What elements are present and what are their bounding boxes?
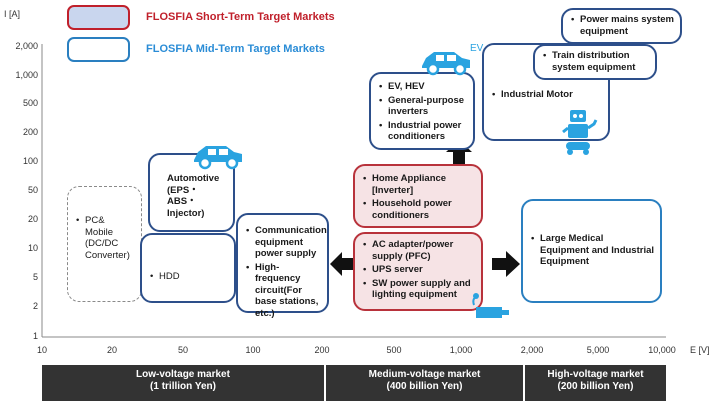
x-tick-1000: 1,000 — [449, 345, 473, 355]
x-tick-10: 10 — [36, 345, 47, 355]
pc-mobile-box: PC& Mobile (DC/DC Converter) — [67, 186, 142, 302]
ac-adapter-item-2: UPS server — [363, 264, 475, 276]
y-tick-5: 5 — [32, 272, 38, 282]
power-mains-item: Power mains system equipment — [571, 14, 674, 37]
ev-label: EV — [470, 43, 484, 54]
segment-low-size: (1 trillion Yen) — [150, 381, 216, 392]
home-appliance-item-1: Home Appliance [Inverter] — [363, 173, 475, 196]
industrial-motor-item: Industrial Motor — [492, 89, 602, 101]
home-appliance-item-2: Household power conditioners — [363, 198, 475, 221]
legend-short-term-label: FLOSFIA Short-Term Target Markets — [146, 11, 335, 23]
legend-mid-term-label: FLOSFIA Mid-Term Target Markets — [146, 43, 325, 55]
communication-item-2: High-frequency circuit(For base stations… — [246, 262, 321, 320]
y-tick-200: 200 — [22, 127, 38, 137]
robot-icon — [562, 110, 598, 155]
y-tick-50: 50 — [27, 185, 38, 195]
train-box: Train distribution system equipment — [533, 44, 657, 80]
ac-adapter-item-1: AC adapter/power supply (PFC) — [363, 239, 475, 262]
y-tick-2000: 2,000 — [15, 41, 38, 51]
power-mains-box: Power mains system equipment — [561, 8, 682, 44]
medical-box: Large Medical Equipment and Industrial E… — [521, 199, 662, 303]
x-tick-100: 100 — [245, 345, 261, 355]
x-tick-50: 50 — [177, 345, 188, 355]
left-arrow-icon — [330, 252, 354, 276]
y-tick-500: 500 — [22, 98, 38, 108]
plug-icon — [472, 293, 509, 318]
train-item: Train distribution system equipment — [543, 50, 649, 73]
y-axis-label: I [A] — [4, 9, 21, 19]
home-appliance-box: Home Appliance [Inverter] Household powe… — [353, 164, 483, 228]
automotive-title: Automotive — [167, 173, 220, 184]
x-tick-2000: 2,000 — [520, 345, 544, 355]
x-axis-label: E [V] — [690, 345, 710, 355]
y-tick-1000: 1,000 — [15, 70, 38, 80]
segment-low-title: Low-voltage market — [136, 369, 230, 380]
legend-mid-term-swatch — [67, 37, 130, 62]
ac-adapter-box: AC adapter/power supply (PFC) UPS server… — [353, 232, 483, 311]
x-tick-5000: 5,000 — [586, 345, 610, 355]
communication-box: Communication equipment power supply Hig… — [236, 213, 329, 319]
legend-short-term-swatch — [67, 5, 130, 30]
y-tick-100: 100 — [22, 156, 38, 166]
segment-medium-size: (400 billion Yen) — [386, 381, 463, 392]
segment-high: High-voltage market (200 billion Yen) — [525, 365, 666, 401]
x-tick-20: 20 — [106, 345, 117, 355]
segment-medium: Medium-voltage market (400 billion Yen) — [326, 365, 523, 401]
y-tick-1: 1 — [32, 331, 38, 341]
medical-item: Large Medical Equipment and Industrial E… — [531, 233, 654, 268]
hdd-box: HDD — [140, 233, 236, 303]
ev-hev-item-1: EV, HEV — [379, 81, 467, 93]
hdd-item: HDD — [150, 271, 228, 283]
x-tick-10000: 10,000 — [648, 345, 676, 355]
y-tick-20: 20 — [27, 214, 38, 224]
car-icon — [194, 146, 242, 170]
segment-low: Low-voltage market (1 trillion Yen) — [42, 365, 324, 401]
x-tick-500: 500 — [386, 345, 402, 355]
segment-medium-title: Medium-voltage market — [368, 369, 481, 380]
right-arrow-icon — [492, 251, 520, 277]
automotive-box: Automotive (EPS・ABS・Injector) — [148, 153, 235, 232]
ev-car-icon — [422, 52, 470, 76]
segment-high-title: High-voltage market — [547, 369, 644, 380]
communication-item-1: Communication equipment power supply — [246, 225, 327, 260]
ac-adapter-item-3: SW power supply and lighting equipment — [363, 278, 475, 301]
pc-mobile-item: PC& Mobile (DC/DC Converter) — [76, 215, 135, 261]
x-tick-200: 200 — [314, 345, 330, 355]
segment-high-size: (200 billion Yen) — [557, 381, 634, 392]
ev-hev-item-3: Industrial power conditioners — [379, 120, 467, 143]
ev-hev-box: EV, HEV General-purpose inverters Indust… — [369, 72, 475, 150]
y-tick-2: 2 — [32, 301, 38, 311]
automotive-subtitle: (EPS・ABS・Injector) — [167, 184, 205, 219]
ev-hev-item-2: General-purpose inverters — [379, 95, 467, 118]
y-tick-10: 10 — [27, 243, 38, 253]
